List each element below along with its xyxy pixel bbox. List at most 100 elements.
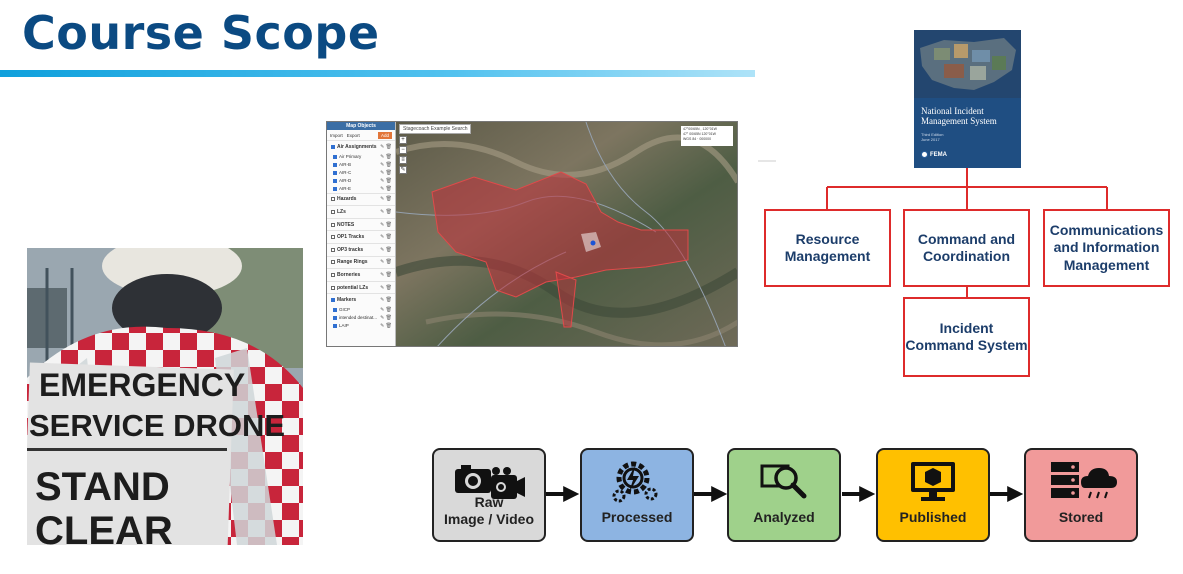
map-view[interactable]: Stagecoach Example Search 47°00/65N , 12… [394, 122, 738, 347]
workflow-step-processed: Processed [580, 448, 694, 542]
panel-title: Map Objects [327, 122, 395, 130]
edit-delete-icon[interactable]: ✎ 🗑 [380, 234, 392, 241]
zoom-out-icon[interactable]: − [399, 146, 407, 154]
coord-line: WGS 84 · 000000 [683, 137, 712, 141]
edit-delete-icon[interactable]: ✎ 🗑 [380, 306, 392, 313]
vest-text-service-drone: SERVICE DRONE [29, 408, 285, 443]
layer-checkbox[interactable] [331, 285, 335, 290]
us-map-collage [914, 30, 1021, 98]
layer-checkbox[interactable] [331, 298, 335, 303]
edit-delete-icon[interactable]: ✎ 🗑 [380, 169, 392, 176]
layer-row[interactable]: Range Rings ✎ 🗑 [327, 255, 395, 269]
edit-delete-icon[interactable]: ✎ 🗑 [380, 208, 392, 215]
layer-row[interactable]: potential LZs ✎ 🗑 [327, 280, 395, 294]
layer-checkbox[interactable] [331, 222, 335, 227]
workflow-step-published: Published [876, 448, 990, 542]
terrain-map[interactable] [394, 122, 738, 347]
layer-checkbox[interactable] [333, 162, 337, 167]
edit-delete-icon[interactable]: ✎ 🗑 [380, 259, 392, 266]
layer-checkbox[interactable] [333, 315, 337, 320]
layer-row[interactable]: LAIP ✎ 🗑 [327, 322, 395, 330]
zoom-in-icon[interactable]: + [399, 136, 407, 144]
command-coordination-box: Command and Coordination [903, 209, 1030, 287]
layer-checkbox[interactable] [333, 178, 337, 183]
edit-delete-icon[interactable]: ✎ 🗑 [380, 185, 392, 192]
workflow-step-label: Published [899, 509, 967, 525]
title-underline [0, 70, 755, 77]
layer-checkbox[interactable] [331, 260, 335, 265]
fema-seal-icon [921, 151, 928, 158]
slide-title: Course Scope [22, 6, 380, 60]
layer-row[interactable]: Borneries✎ 🗑 [327, 268, 395, 281]
edit-delete-icon[interactable]: ✎ 🗑 [380, 271, 392, 278]
edit-delete-icon[interactable]: ✎ 🗑 [380, 143, 392, 150]
vest-text-emergency: EMERGENCY [39, 367, 245, 403]
edit-delete-icon[interactable]: ✎ 🗑 [380, 284, 392, 291]
layer-list: Air Assignments✎ 🗑Air Primary✎ 🗑AIR-B✎ 🗑… [327, 140, 395, 330]
edit-delete-icon[interactable]: ✎ 🗑 [380, 196, 392, 203]
layer-row[interactable]: AIR-D✎ 🗑 [327, 177, 395, 185]
measure-icon[interactable]: ✎ [399, 166, 407, 174]
layer-row[interactable]: intended destinat...✎ 🗑 [327, 314, 395, 322]
layer-checkbox[interactable] [331, 197, 335, 202]
edit-delete-icon[interactable]: ✎ 🗑 [380, 161, 392, 168]
layer-checkbox[interactable] [333, 323, 337, 328]
layers-icon[interactable]: ≡ [399, 156, 407, 164]
edit-delete-icon[interactable]: ✎ 🗑 [380, 177, 392, 184]
camera-video-icon [434, 456, 544, 506]
edition-date: June 2017 [921, 137, 940, 142]
layer-row[interactable]: AIR-C✎ 🗑 [327, 169, 395, 177]
layer-row[interactable]: GICP ✎ 🗑 [327, 306, 395, 314]
layer-row[interactable]: Air Assignments✎ 🗑 [327, 140, 395, 153]
layer-label: GICP [339, 307, 351, 313]
layer-label: LAIP [339, 323, 349, 329]
layer-row[interactable]: LZs✎ 🗑 [327, 205, 395, 218]
layer-row[interactable]: OP1 Tracks✎ 🗑 [327, 230, 395, 243]
layer-checkbox[interactable] [331, 247, 335, 252]
layer-row[interactable]: AIR-E✎ 🗑 [327, 185, 395, 193]
layer-checkbox[interactable] [333, 307, 337, 312]
layer-row[interactable]: Markers✎ 🗑 [327, 293, 395, 306]
emergency-drone-photo: EMERGENCY SERVICE DRONE STAND CLEAR [27, 248, 303, 545]
layer-row[interactable]: NOTES✎ 🗑 [327, 217, 395, 231]
layer-label: Hazards [337, 196, 357, 203]
edit-delete-icon[interactable]: ✎ 🗑 [380, 314, 392, 321]
workflow-step-label: Analyzed [753, 509, 815, 525]
edit-delete-icon[interactable]: ✎ 🗑 [380, 322, 392, 329]
vest-illustration: EMERGENCY SERVICE DRONE STAND CLEAR [27, 248, 303, 545]
layer-row[interactable]: Air Primary ✎ 🗑 [327, 153, 395, 161]
layer-row[interactable]: OP3 tracks✎ 🗑 [327, 242, 395, 256]
layer-checkbox[interactable] [331, 272, 335, 277]
layer-checkbox[interactable] [333, 186, 337, 191]
layer-checkbox[interactable] [331, 209, 335, 214]
nims-cover-edition: Third Edition June 2017 [921, 132, 943, 142]
fema-label: FEMA [930, 151, 947, 158]
import-button[interactable]: Import [330, 132, 343, 138]
layer-label: Range Rings [337, 259, 368, 266]
layer-label: potential LZs [337, 284, 369, 291]
layer-checkbox[interactable] [333, 154, 337, 159]
resource-management-box: Resource Management [764, 209, 891, 287]
layer-row[interactable]: Hazards ✎ 🗑 [327, 192, 395, 206]
map-search-box[interactable]: Stagecoach Example Search [399, 124, 472, 134]
layer-checkbox[interactable] [331, 144, 335, 149]
edit-delete-icon[interactable]: ✎ 🗑 [380, 153, 392, 160]
vest-text-stand: STAND [35, 465, 170, 509]
edition-text: Third Edition [921, 132, 944, 137]
layer-checkbox[interactable] [331, 235, 335, 240]
edit-delete-icon[interactable]: ✎ 🗑 [380, 246, 392, 253]
layer-checkbox[interactable] [333, 170, 337, 175]
layer-row[interactable]: AIR-B✎ 🗑 [327, 161, 395, 169]
layer-label: Air Primary [339, 154, 362, 160]
layer-label: Air Assignments [337, 143, 377, 150]
incident-command-system-box: Incident Command System [903, 297, 1030, 377]
map-coordinates-readout: 47°00/65N , 120°01W 47° 00/65N 120°01W W… [681, 126, 733, 146]
edit-delete-icon[interactable]: ✎ 🗑 [380, 221, 392, 228]
export-button[interactable]: Export [346, 132, 360, 138]
magnifier-icon [729, 456, 839, 506]
edit-delete-icon[interactable]: ✎ 🗑 [380, 297, 392, 304]
add-button[interactable]: Add [377, 131, 392, 139]
